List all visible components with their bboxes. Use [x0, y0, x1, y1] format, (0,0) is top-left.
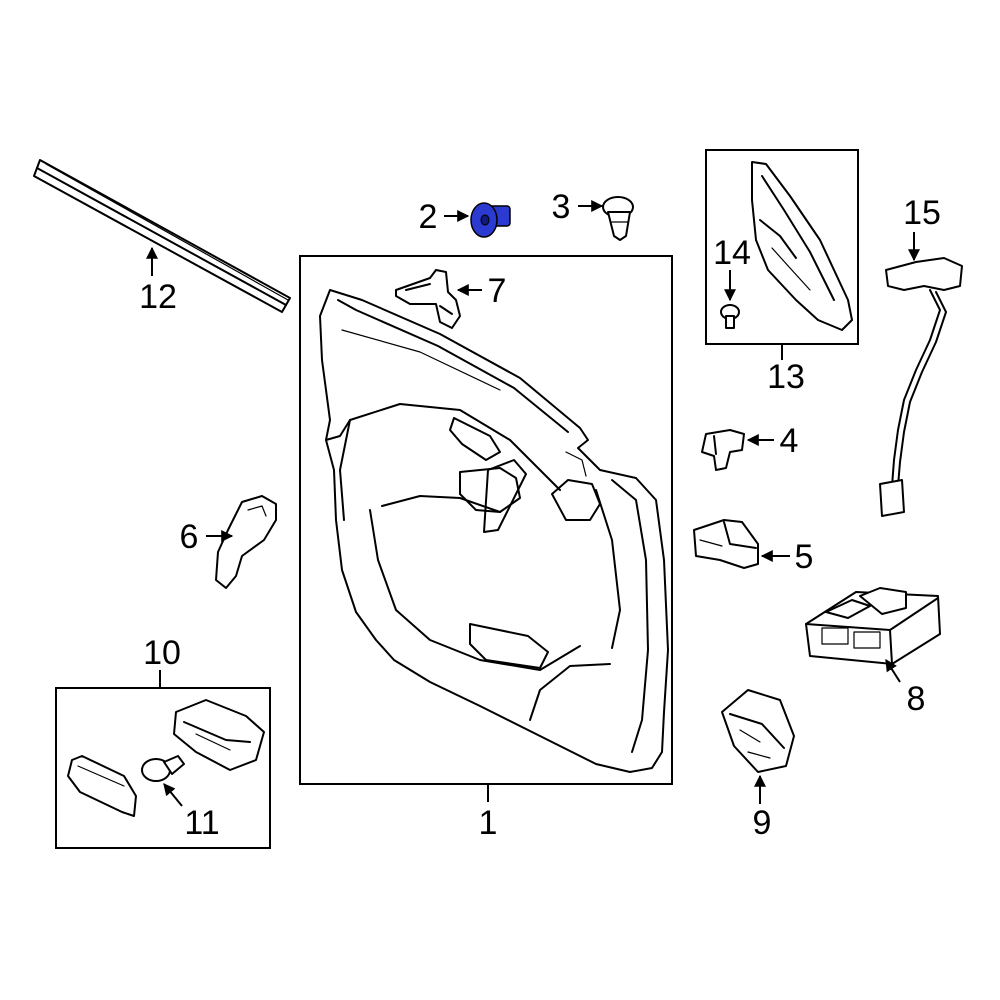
part-13-mirror-cover-group[interactable]	[705, 149, 859, 345]
part-4-clip[interactable]	[701, 429, 745, 471]
callout-15: 15	[903, 194, 941, 232]
part-5-clip[interactable]	[693, 519, 759, 569]
part-7-bracket-clip[interactable]	[395, 269, 461, 329]
part-12-belt-weatherstrip[interactable]	[33, 159, 291, 313]
callout-13: 13	[767, 358, 805, 396]
callout-14: 14	[713, 234, 751, 272]
callout-6: 6	[180, 518, 199, 556]
callout-3: 3	[552, 188, 571, 226]
callout-2: 2	[419, 198, 438, 236]
part-8-window-switch[interactable]	[805, 587, 941, 665]
callout-12: 12	[139, 278, 177, 316]
leader-lines	[146, 200, 920, 807]
callout-7: 7	[488, 272, 507, 310]
part-15-cable-assembly[interactable]	[879, 257, 963, 517]
part-6-pad[interactable]	[215, 495, 277, 589]
part-3-push-clip[interactable]	[602, 196, 634, 241]
callout-4: 4	[780, 422, 799, 460]
callout-10: 10	[143, 634, 181, 672]
lamp-lens	[67, 755, 137, 817]
callout-5: 5	[795, 538, 814, 576]
callout-9: 9	[753, 804, 772, 842]
part-10-group-box	[55, 687, 271, 849]
part-11-bulb[interactable]	[141, 755, 185, 782]
part-9-switch[interactable]	[721, 689, 795, 773]
part-14-screw[interactable]	[720, 304, 740, 329]
callout-1: 1	[479, 804, 498, 842]
callout-8: 8	[907, 680, 926, 718]
part-10-lamp-group[interactable]	[55, 687, 271, 849]
callout-labels: 1 2 3 4 5 6 7 8 9 10 11 12 13 14 15	[139, 188, 941, 842]
part-1-group-box	[299, 255, 673, 785]
callout-11: 11	[184, 804, 219, 842]
part-2-plug[interactable]	[470, 202, 511, 238]
part-2-plug-hole	[480, 214, 490, 226]
door-trim-panel-drawing	[319, 289, 669, 773]
lamp-housing	[173, 699, 265, 771]
part-1-door-trim-panel[interactable]	[299, 255, 673, 785]
